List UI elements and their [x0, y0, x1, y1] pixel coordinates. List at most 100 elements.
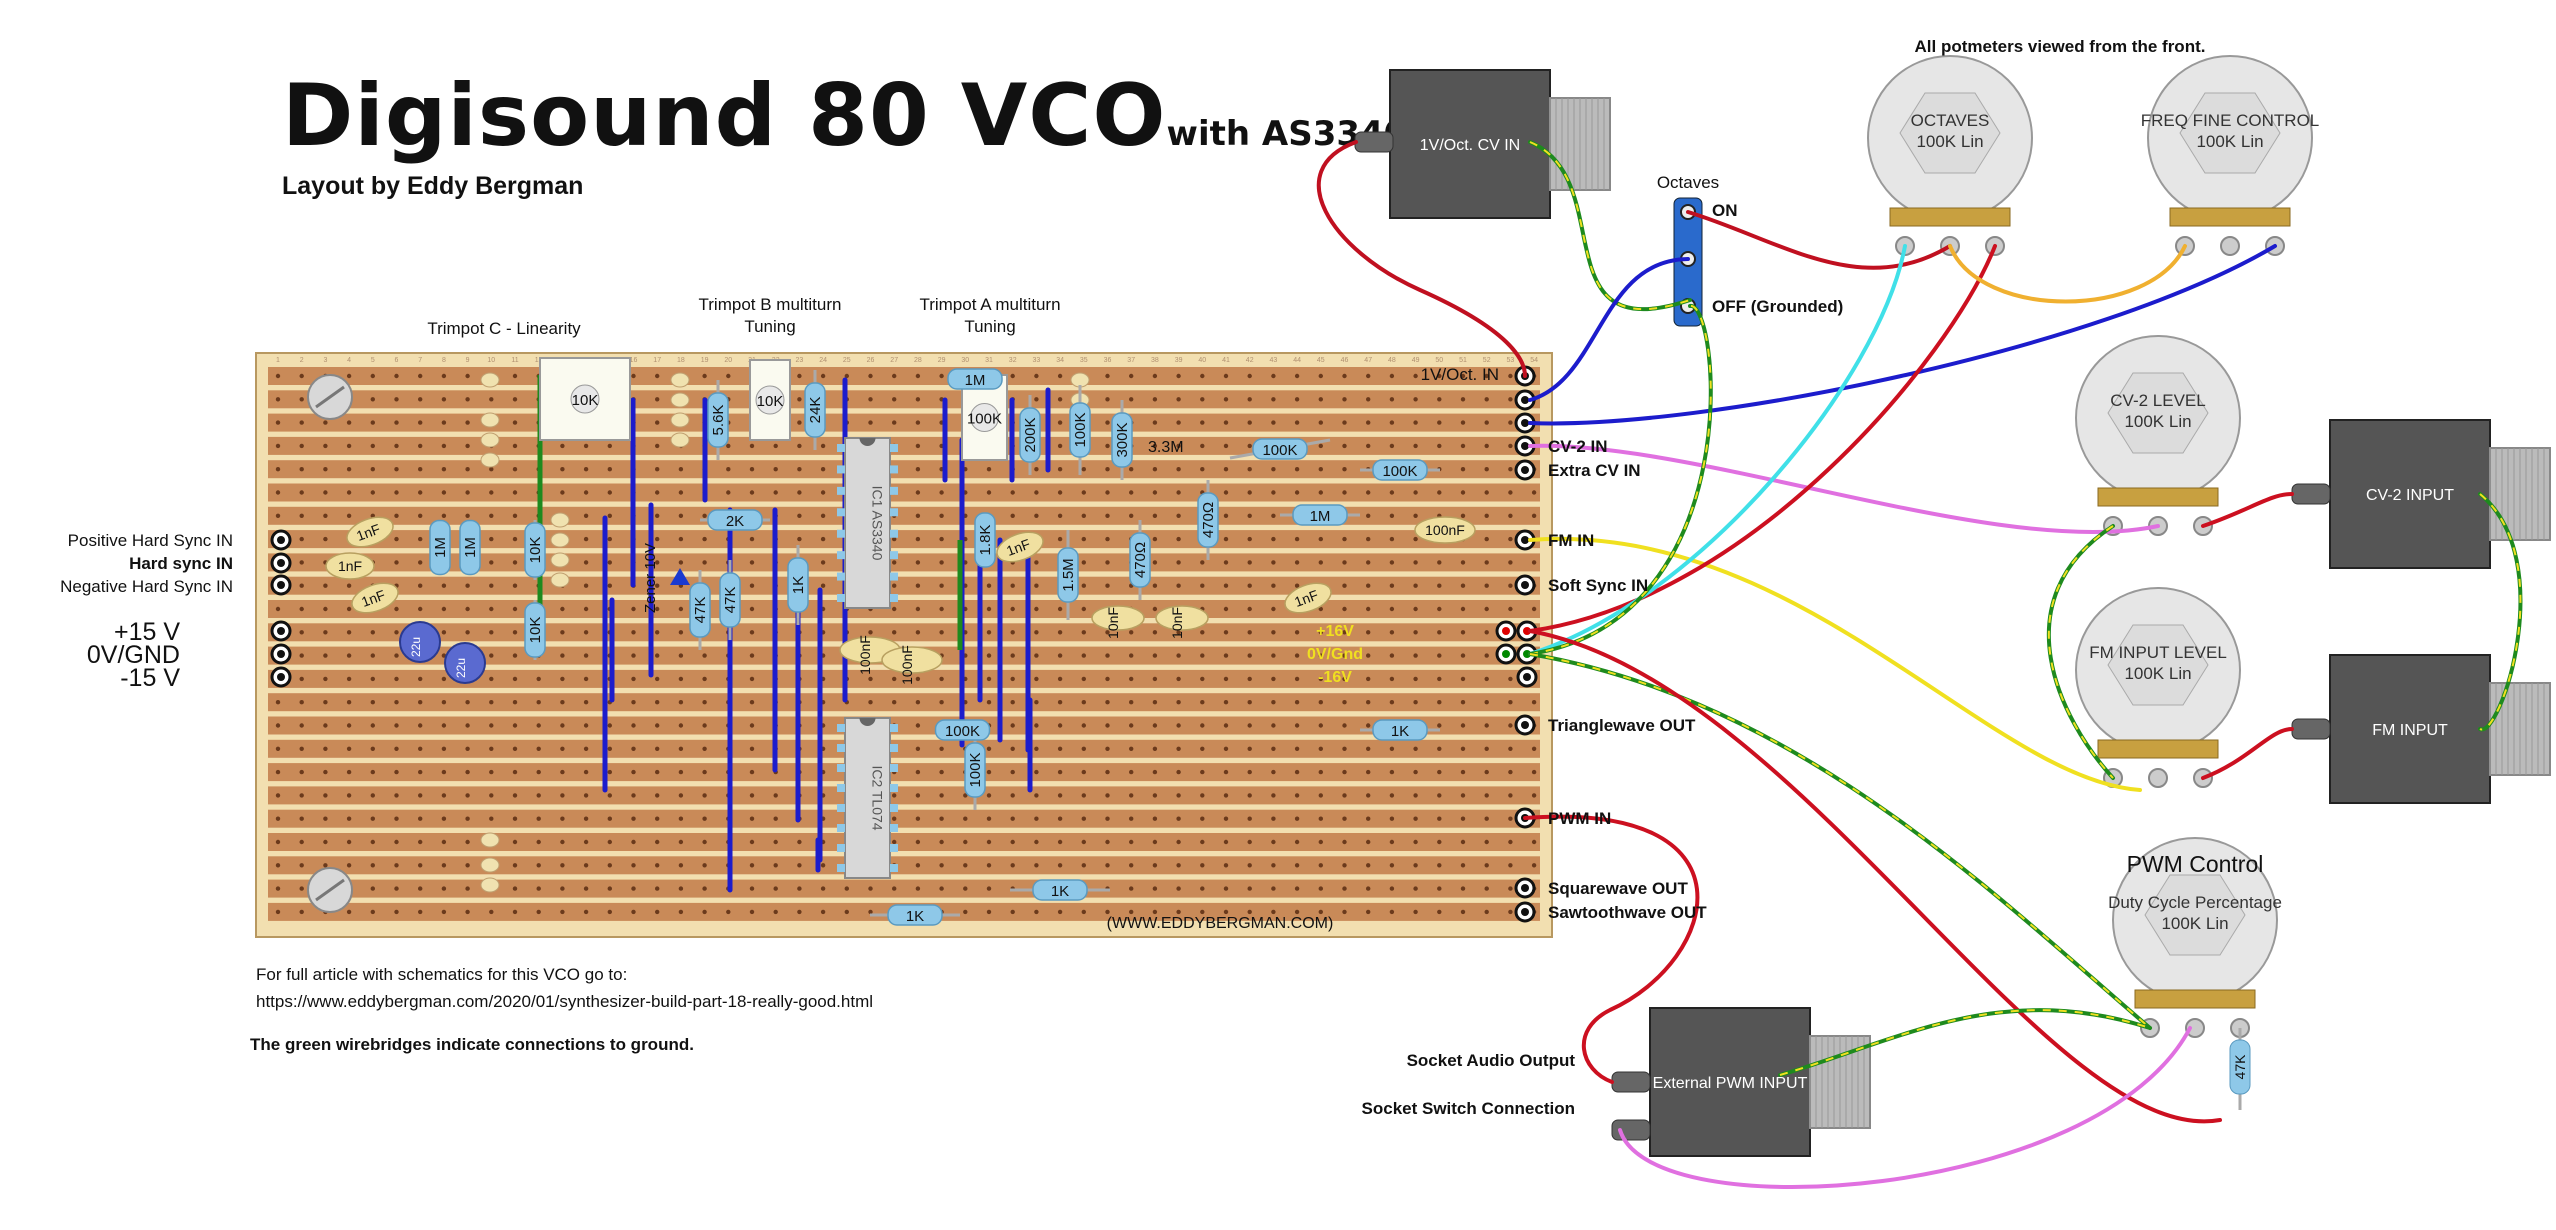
strip-hole	[370, 886, 375, 891]
strip-hole	[1176, 746, 1181, 751]
strip-hole	[1437, 606, 1442, 612]
resistor-2k-label: 2K	[726, 513, 744, 530]
jack-pwm-label: External PWM INPUT	[1653, 1075, 1808, 1092]
strip-hole	[1057, 630, 1063, 635]
strip-hole	[370, 723, 375, 728]
strip-hole	[1531, 793, 1537, 798]
strip-hole	[394, 676, 399, 682]
strip-hole	[1366, 536, 1371, 542]
strip-hole	[1318, 373, 1324, 379]
strip-hole	[1152, 700, 1158, 705]
strip-hole	[1057, 909, 1063, 915]
strip-hole	[1105, 467, 1110, 472]
strip-hole	[939, 863, 944, 868]
strip-hole	[1389, 816, 1395, 821]
strip-hole	[1413, 769, 1418, 775]
strip-hole	[441, 793, 447, 798]
jack-lug	[2291, 718, 2331, 740]
strip-hole	[394, 863, 399, 868]
strip-hole	[915, 490, 921, 495]
strip-hole	[418, 583, 423, 588]
strip-hole	[275, 816, 281, 821]
column-number: 31	[985, 357, 993, 364]
strip-hole	[1223, 746, 1229, 751]
strip-hole	[512, 397, 518, 402]
strip-hole	[1152, 630, 1158, 635]
strip-hole	[536, 769, 541, 775]
strip-hole	[1294, 816, 1300, 821]
strip-hole	[820, 886, 826, 891]
strip-hole	[939, 490, 944, 495]
strip-hole	[346, 863, 352, 868]
strip-hole	[1318, 490, 1324, 495]
strip-hole	[1081, 560, 1087, 565]
strip-hole	[1057, 536, 1063, 542]
resistor-10k-a	[524, 522, 546, 578]
strip-hole	[1342, 769, 1347, 775]
strip-hole	[1223, 490, 1229, 495]
jack-lug	[1611, 1119, 1651, 1141]
strip-hole	[536, 816, 541, 821]
strip-hole	[299, 397, 304, 402]
solder-pad	[550, 572, 570, 588]
strip-hole	[1484, 653, 1489, 658]
column-number: 34	[1056, 357, 1064, 364]
strip-hole	[1010, 746, 1015, 751]
switch-off: OFF (Grounded)	[1712, 297, 1843, 316]
strip-hole	[1508, 373, 1513, 379]
strip-hole	[773, 839, 778, 845]
strip-hole	[986, 886, 992, 891]
strip-hole	[489, 723, 494, 728]
cap-1nf-b	[325, 552, 375, 580]
strip-hole	[986, 606, 992, 612]
resistor-100k-d	[934, 719, 991, 741]
strip-hole	[536, 676, 541, 682]
strip-hole	[275, 606, 281, 612]
strip-hole	[702, 653, 707, 658]
column-number: 37	[1127, 357, 1135, 364]
strip-hole	[1200, 443, 1205, 449]
strip-hole	[1223, 863, 1229, 868]
wire-ground-2	[1528, 652, 2152, 1030]
strip-hole	[749, 583, 755, 588]
wire-ground-1-stripe	[1529, 305, 1712, 655]
strip-hole	[1034, 700, 1039, 705]
strip-hole	[1437, 700, 1442, 705]
column-number: 38	[1151, 357, 1159, 364]
strip-hole	[1389, 490, 1395, 495]
strip-hole	[1460, 700, 1466, 705]
label-saw: Sawtoothwave OUT	[1548, 903, 1707, 922]
strip-hole	[1389, 839, 1395, 845]
strip-hole	[1531, 700, 1537, 705]
copper-strip	[268, 786, 1540, 805]
strip-hole	[583, 513, 589, 518]
strip-hole	[1437, 373, 1442, 379]
strip-hole	[749, 653, 755, 658]
right-pad-center	[1521, 884, 1529, 892]
strip-hole	[963, 816, 968, 821]
pot-octaves-name: OCTAVES	[1911, 111, 1990, 130]
ic-pin	[837, 724, 845, 732]
strip-hole	[1460, 863, 1466, 868]
title-main: Digisound 80 VCO	[282, 66, 1167, 166]
strip-hole	[820, 863, 826, 868]
strip-hole	[1247, 886, 1252, 891]
strip-hole	[749, 909, 755, 915]
resistor-470-a	[1129, 532, 1151, 588]
column-number: 19	[701, 357, 709, 364]
strip-hole	[583, 793, 589, 798]
cap-100nf-c-label: 100nF	[1425, 522, 1465, 538]
strip-hole	[346, 583, 352, 588]
strip-hole	[749, 769, 755, 775]
strip-hole	[1105, 560, 1110, 565]
strip-hole	[441, 420, 447, 425]
solder-pad	[480, 372, 500, 388]
strip-hole	[1057, 769, 1063, 775]
resistor-300k-label: 300K	[1114, 422, 1131, 457]
article-url[interactable]: https://www.eddybergman.com/2020/01/synt…	[256, 992, 874, 1011]
strip-hole	[1010, 513, 1015, 518]
strip-hole	[1247, 700, 1252, 705]
strip-hole	[1484, 606, 1489, 612]
